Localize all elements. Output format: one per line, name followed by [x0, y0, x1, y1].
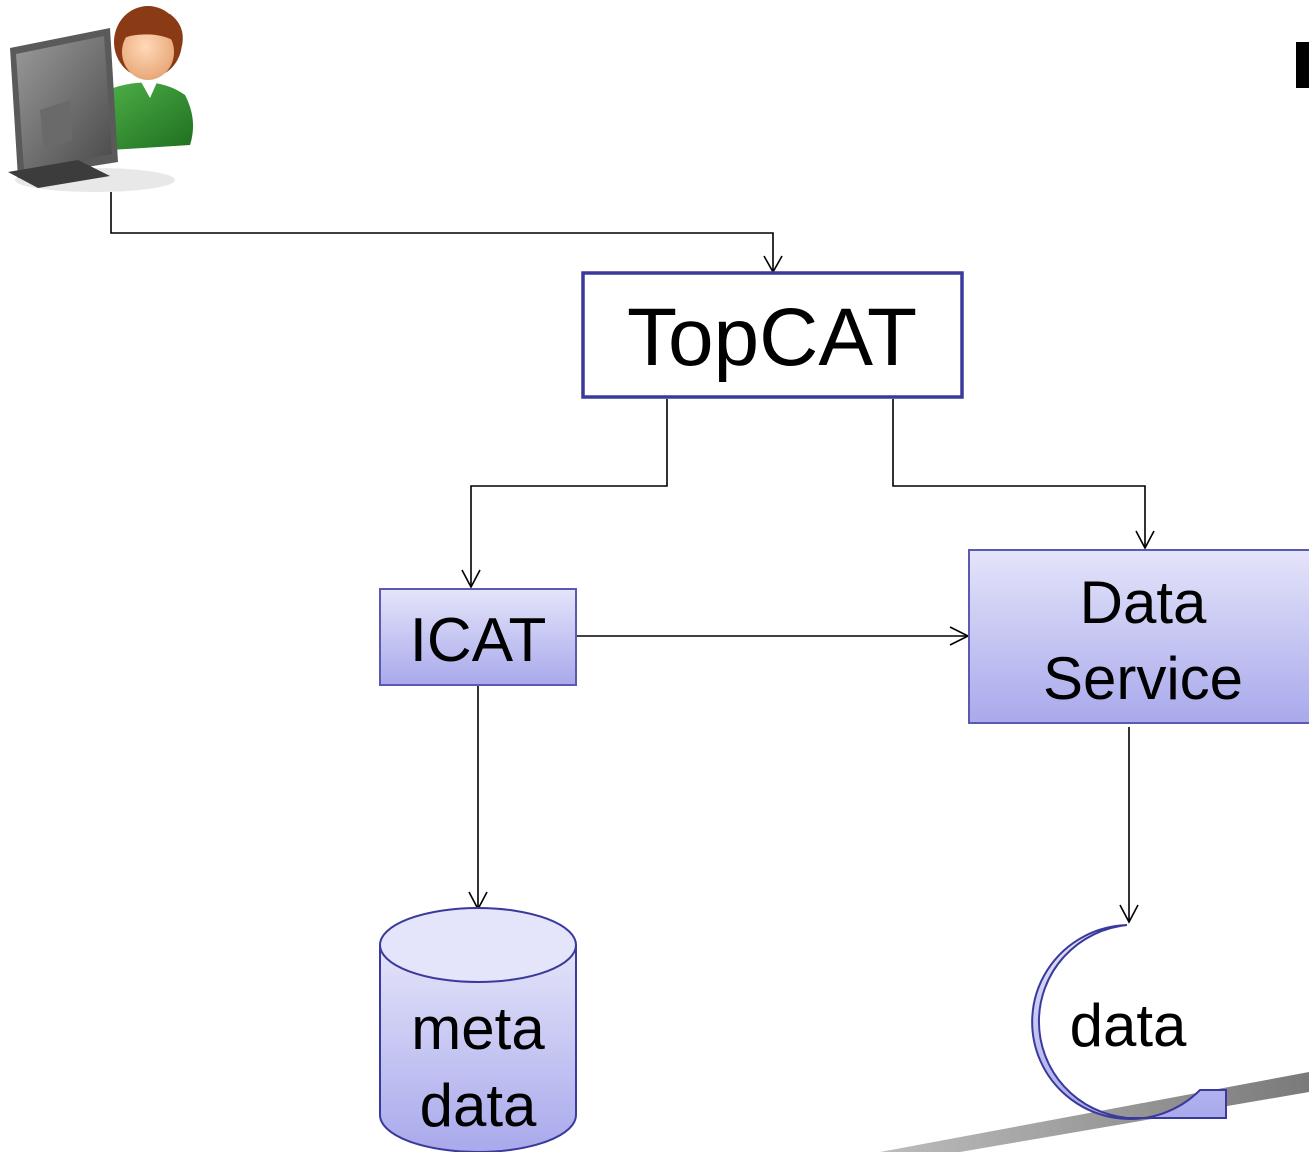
edge-topcat-data-service	[892, 399, 1146, 546]
topcat-label: TopCAT	[627, 292, 917, 383]
metadata-label-line2: data	[420, 1072, 537, 1139]
data-service-node: Data Service	[968, 549, 1309, 724]
arrowhead-data	[1119, 904, 1139, 924]
arrowhead-icat	[461, 569, 481, 589]
data-service-label-line1: Data	[1080, 569, 1207, 636]
user-at-computer-icon	[8, 6, 194, 192]
edge-user-topcat	[110, 192, 774, 270]
data-store-shape: data	[1031, 924, 1227, 1120]
topcat-node: TopCAT	[581, 271, 964, 399]
metadata-store-cylinder: meta data	[379, 907, 577, 1152]
slide-title-fragment	[1296, 42, 1309, 88]
edge-topcat-icat	[470, 399, 668, 585]
icat-node: ICAT	[379, 588, 577, 686]
data-store-label: data	[1070, 992, 1187, 1059]
icat-label: ICAT	[410, 606, 547, 675]
connectors	[110, 192, 1155, 924]
arrowhead-data-service-top	[1135, 530, 1155, 550]
data-service-label-line2: Service	[1043, 645, 1243, 712]
metadata-label-line1: meta	[411, 995, 545, 1062]
